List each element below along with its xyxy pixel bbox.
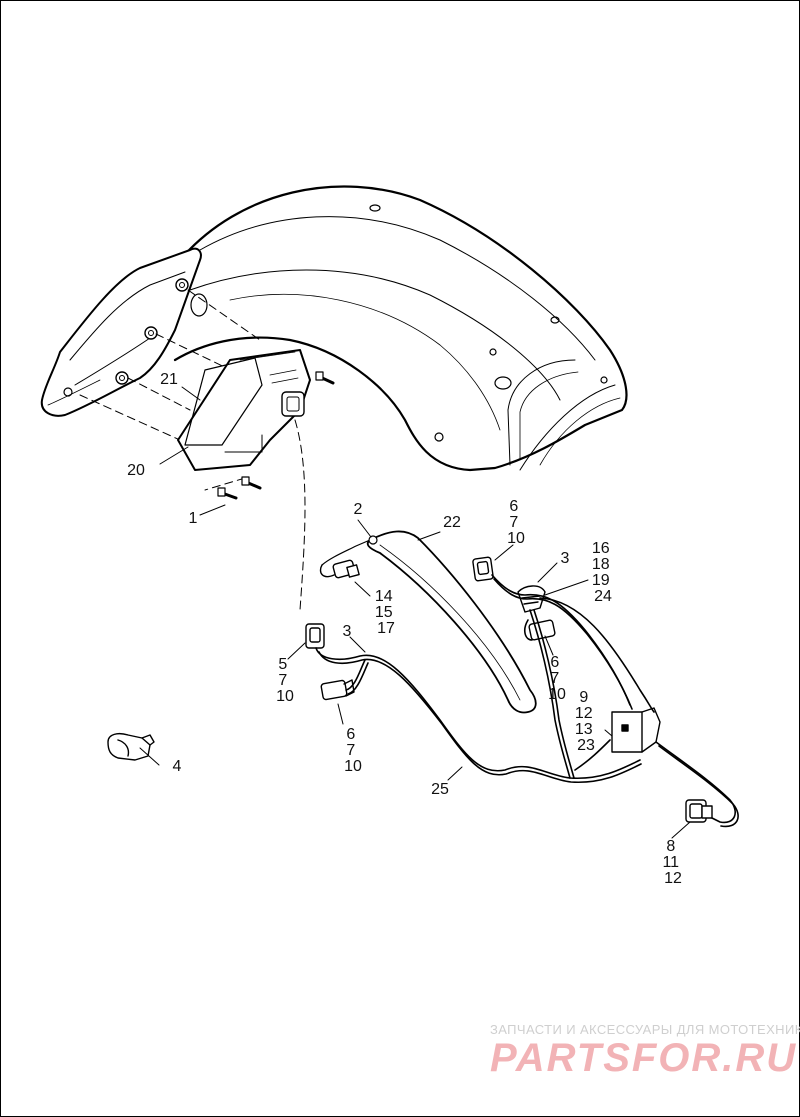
callout-4: 4 bbox=[173, 758, 182, 775]
connectors bbox=[107, 556, 713, 823]
callout-5: 5 7 10 bbox=[276, 656, 294, 705]
callout-3-left: 3 bbox=[343, 623, 352, 640]
callout-9: 9 12 13 23 bbox=[575, 689, 597, 754]
callout-2: 2 bbox=[354, 501, 363, 518]
callout-16: 16 18 19 24 bbox=[592, 540, 614, 605]
clip-4 bbox=[107, 733, 155, 761]
callout-25: 25 bbox=[431, 781, 449, 798]
led-strip bbox=[321, 530, 537, 714]
leader-lines bbox=[139, 386, 691, 839]
screws bbox=[217, 371, 335, 500]
connector-8 bbox=[685, 799, 713, 823]
callout-1: 1 bbox=[189, 510, 198, 527]
alignment-lines bbox=[79, 289, 306, 611]
connector-9 bbox=[611, 707, 661, 753]
callout-6-top: 6 7 10 bbox=[507, 498, 525, 547]
wiring-harness bbox=[315, 574, 739, 828]
watermark-tagline: ЗАПЧАСТИ И АКСЕССУАРЫ ДЛЯ МОТОТЕХНИКИ bbox=[490, 1022, 800, 1037]
callout-22: 22 bbox=[443, 514, 461, 531]
callout-21: 21 bbox=[160, 371, 178, 388]
callout-6-mid: 6 7 10 bbox=[548, 654, 566, 703]
connector-5 bbox=[305, 623, 325, 649]
connector-6-top bbox=[472, 556, 494, 582]
callout-3-right: 3 bbox=[561, 550, 570, 567]
connector-14 bbox=[319, 559, 360, 579]
screw-upper bbox=[315, 371, 335, 385]
screw-lower-a bbox=[241, 476, 262, 490]
connector-6-left bbox=[320, 679, 355, 701]
callout-8: 8 11 12 bbox=[662, 838, 683, 887]
control-module bbox=[177, 349, 311, 471]
fender bbox=[173, 185, 628, 472]
callout-labels: 1 2 3 3 4 5 7 10 6 7 10 6 7 10 6 7 10 8 … bbox=[127, 371, 683, 887]
callout-14: 14 15 17 bbox=[375, 588, 397, 637]
callout-20: 20 bbox=[127, 462, 145, 479]
watermark-logo: PARTSFOR.RU bbox=[490, 1036, 798, 1080]
screw-lower-b bbox=[217, 487, 238, 500]
callout-6-lower: 6 7 10 bbox=[344, 726, 362, 775]
